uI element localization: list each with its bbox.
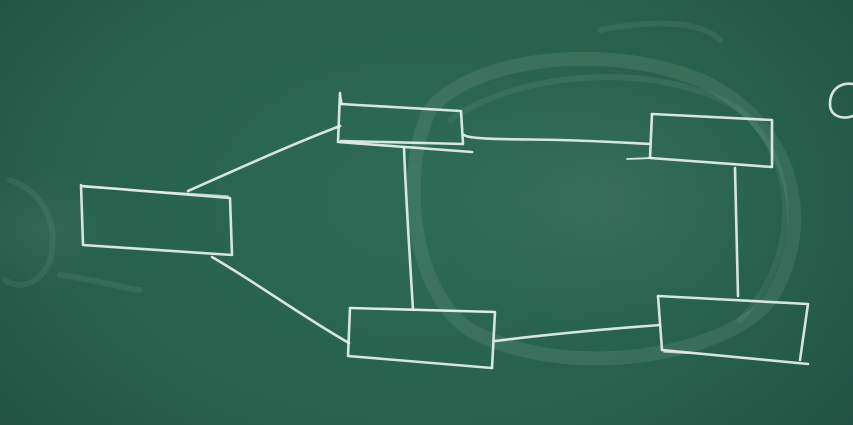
node-bottom-right-box — [656, 294, 810, 366]
edge-top-middle-to-bottom-middle — [402, 146, 415, 312]
node-left-box — [79, 183, 234, 257]
node-top-middle-box — [336, 91, 474, 154]
edge-top-middle-to-top-right — [462, 133, 652, 146]
eraser-smudges — [2, 20, 802, 366]
node-bottom-middle-box — [346, 306, 497, 370]
edge-left-to-top-middle — [186, 124, 342, 193]
partial-chalk-mark — [828, 82, 853, 119]
edge-left-to-bottom-middle — [210, 255, 351, 345]
edge-top-right-to-bottom-right — [733, 166, 740, 298]
edge-bottom-middle-to-bottom-right — [493, 323, 662, 343]
edges — [186, 124, 740, 345]
node-top-right-box — [626, 112, 774, 169]
